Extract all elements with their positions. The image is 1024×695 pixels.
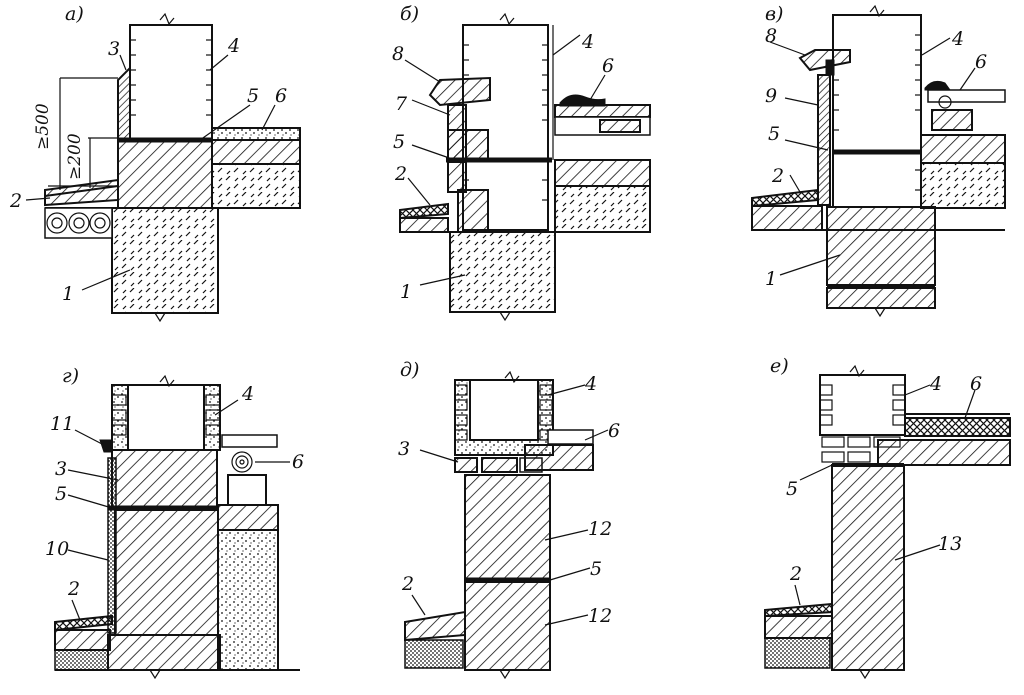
label-v-8: 8 bbox=[765, 25, 777, 47]
panel-d-letter: д) bbox=[400, 359, 419, 381]
label-v-9: 9 bbox=[765, 85, 777, 107]
panel-e: е) 2 4 5 6 13 bbox=[764, 355, 1011, 680]
label-v-6: 6 bbox=[975, 51, 987, 73]
label-v-4: 4 bbox=[951, 28, 964, 50]
label-e-6: 6 bbox=[970, 373, 982, 395]
label-g-4: 4 bbox=[241, 383, 254, 405]
label-b-1: 1 bbox=[400, 281, 412, 303]
label-e-2: 2 bbox=[789, 563, 802, 585]
label-d-5: 5 bbox=[590, 558, 602, 580]
label-g-11: 11 bbox=[50, 413, 74, 435]
label-a-6: 6 bbox=[275, 85, 287, 107]
label-b-6: 6 bbox=[602, 55, 614, 77]
label-g-3: 3 bbox=[55, 458, 67, 480]
label-a-3: 3 bbox=[108, 38, 120, 60]
dim-500: ≥500 bbox=[33, 103, 53, 150]
label-b-4: 4 bbox=[581, 31, 594, 53]
label-d-12b: 12 bbox=[588, 605, 612, 627]
label-e-5: 5 bbox=[786, 478, 798, 500]
panel-b: б) 1 2 4 5 6 7 8 bbox=[392, 3, 651, 322]
label-g-10: 10 bbox=[45, 538, 69, 560]
panel-b-letter: б) bbox=[400, 3, 419, 25]
label-d-3: 3 bbox=[398, 438, 410, 460]
panel-a-letter: а) bbox=[65, 3, 84, 25]
label-b-8: 8 bbox=[392, 43, 404, 65]
stones bbox=[44, 207, 113, 239]
panel-e-letter: е) bbox=[770, 355, 789, 377]
label-b-2: 2 bbox=[394, 163, 407, 185]
label-a-5: 5 bbox=[247, 85, 259, 107]
label-e-4: 4 bbox=[929, 373, 942, 395]
label-v-1: 1 bbox=[765, 268, 777, 290]
panel-g: г) 2 3 4 5 6 10 11 bbox=[45, 365, 304, 680]
label-d-4: 4 bbox=[584, 373, 597, 395]
label-b-7: 7 bbox=[395, 93, 408, 115]
label-b-5: 5 bbox=[393, 131, 405, 153]
label-g-6: 6 bbox=[292, 451, 304, 473]
panel-g-letter: г) bbox=[62, 365, 79, 387]
label-g-5: 5 bbox=[55, 483, 67, 505]
label-d-12a: 12 bbox=[588, 518, 612, 540]
label-v-5: 5 bbox=[768, 123, 780, 145]
label-a-2: 2 bbox=[9, 190, 22, 212]
dim-200: ≥200 bbox=[65, 133, 85, 180]
panel-v-letter: в) bbox=[765, 3, 783, 25]
label-e-13: 13 bbox=[938, 533, 962, 555]
label-a-4: 4 bbox=[227, 35, 240, 57]
panel-a: ≥500 ≥200 а) 1 2 3 4 5 6 bbox=[9, 3, 301, 323]
panel-v: в) 1 2 4 5 6 8 9 bbox=[751, 3, 1006, 318]
label-g-2: 2 bbox=[67, 578, 80, 600]
label-v-2: 2 bbox=[771, 165, 784, 187]
panel-d: д) 2 3 4 5 6 12 12 bbox=[398, 359, 620, 680]
label-a-1: 1 bbox=[62, 283, 74, 305]
label-d-2: 2 bbox=[401, 573, 414, 595]
label-d-6: 6 bbox=[608, 420, 620, 442]
